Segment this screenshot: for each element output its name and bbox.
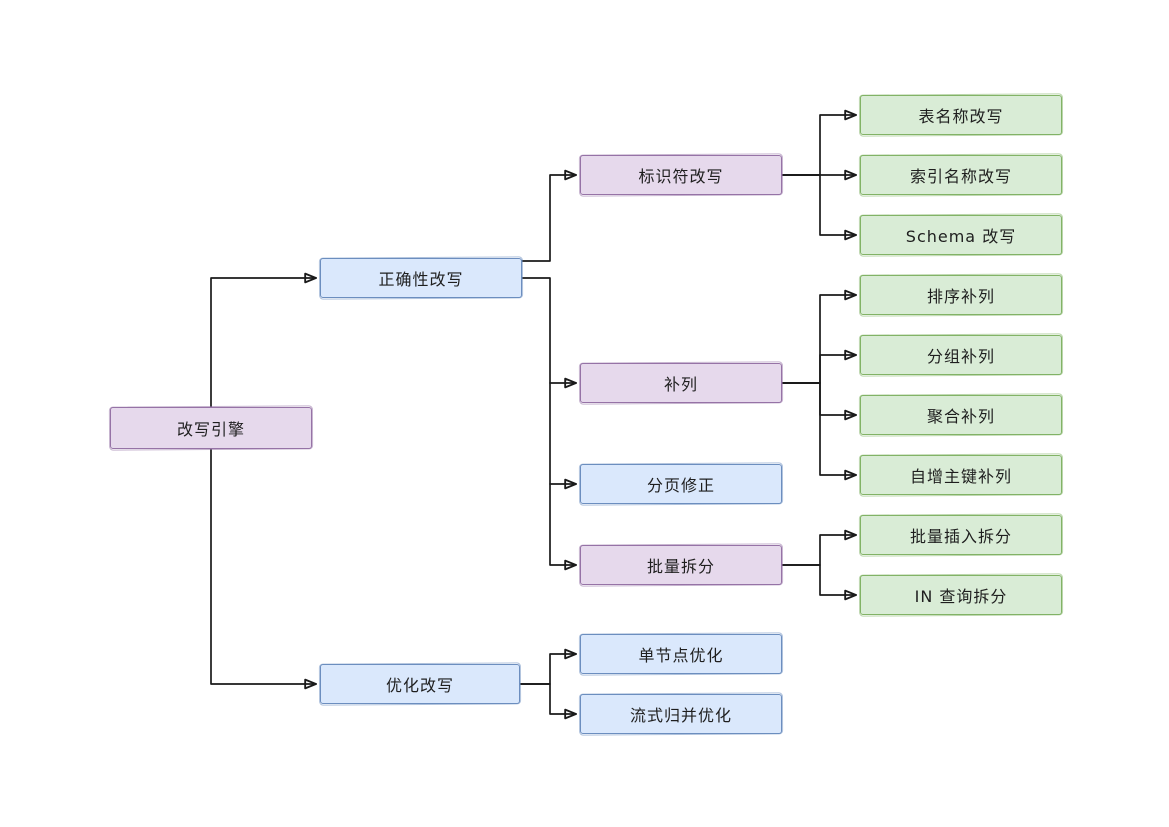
node-label: 改写引擎 xyxy=(176,420,245,439)
node-correctness-rewrite[interactable]: 正确性改写 xyxy=(320,258,522,298)
node-label: 排序补列 xyxy=(926,287,995,306)
node-stream-merge-optimization[interactable]: 流式归并优化 xyxy=(580,694,782,734)
node-single-node-optimization[interactable]: 单节点优化 xyxy=(580,634,782,674)
edge-batch-split-to-in-query xyxy=(781,564,857,601)
node-batch-split[interactable]: 批量拆分 xyxy=(580,545,782,585)
node-order-by-completion[interactable]: 排序补列 xyxy=(860,275,1062,315)
node-batch-insert-split[interactable]: 批量插入拆分 xyxy=(860,515,1062,555)
edge-completion-to-aggregation xyxy=(781,382,857,421)
node-label: 优化改写 xyxy=(385,676,454,695)
node-label: IN 查询拆分 xyxy=(914,587,1008,606)
edge-batch-split-to-batch-insert xyxy=(781,529,857,566)
node-identifier-rewrite[interactable]: 标识符改写 xyxy=(580,155,782,195)
node-pagination-correction[interactable]: 分页修正 xyxy=(580,464,782,504)
node-label: 批量拆分 xyxy=(646,557,715,576)
edge-optimization-to-stream-merge xyxy=(519,683,577,720)
node-label: 自增主键补列 xyxy=(909,467,1012,486)
node-label: 批量插入拆分 xyxy=(909,527,1012,546)
edge-identifier-to-table-name-rewrite xyxy=(781,109,857,176)
node-label: 表名称改写 xyxy=(918,107,1004,126)
node-label: 分页修正 xyxy=(646,476,715,495)
edge-completion-to-auto-increment xyxy=(781,382,857,481)
node-label: 分组补列 xyxy=(926,347,995,366)
node-label: 聚合补列 xyxy=(926,407,995,426)
edge-correctness-to-identifier-rewrite xyxy=(521,169,577,262)
edge-optimization-to-single-node xyxy=(519,648,577,685)
node-schema-rewrite[interactable]: Schema 改写 xyxy=(860,215,1062,255)
edge-root-to-correctness-rewrite xyxy=(210,272,317,408)
node-label: 补列 xyxy=(663,375,698,394)
node-label: 单节点优化 xyxy=(638,646,724,665)
node-optimization-rewrite[interactable]: 优化改写 xyxy=(320,664,520,704)
edge-completion-to-order-by xyxy=(781,289,857,384)
node-label: 标识符改写 xyxy=(638,167,724,186)
node-aggregation-completion[interactable]: 聚合补列 xyxy=(860,395,1062,435)
node-label: 正确性改写 xyxy=(378,270,464,289)
edge-correctness-to-batch-split xyxy=(521,277,577,571)
node-rewrite-engine[interactable]: 改写引擎 xyxy=(110,407,312,449)
node-index-name-rewrite[interactable]: 索引名称改写 xyxy=(860,155,1062,195)
edge-identifier-to-schema-rewrite xyxy=(781,174,857,241)
node-auto-increment-key-completion[interactable]: 自增主键补列 xyxy=(860,455,1062,495)
node-label: 流式归并优化 xyxy=(629,706,732,725)
node-column-completion[interactable]: 补列 xyxy=(580,363,782,403)
edge-completion-to-group-by xyxy=(781,349,857,384)
node-label: 索引名称改写 xyxy=(909,167,1012,186)
node-table-name-rewrite[interactable]: 表名称改写 xyxy=(860,95,1062,135)
edge-root-to-optimization-rewrite xyxy=(210,448,317,690)
node-in-query-split[interactable]: IN 查询拆分 xyxy=(860,575,1062,615)
node-group-by-completion[interactable]: 分组补列 xyxy=(860,335,1062,375)
node-label: Schema 改写 xyxy=(905,227,1017,246)
